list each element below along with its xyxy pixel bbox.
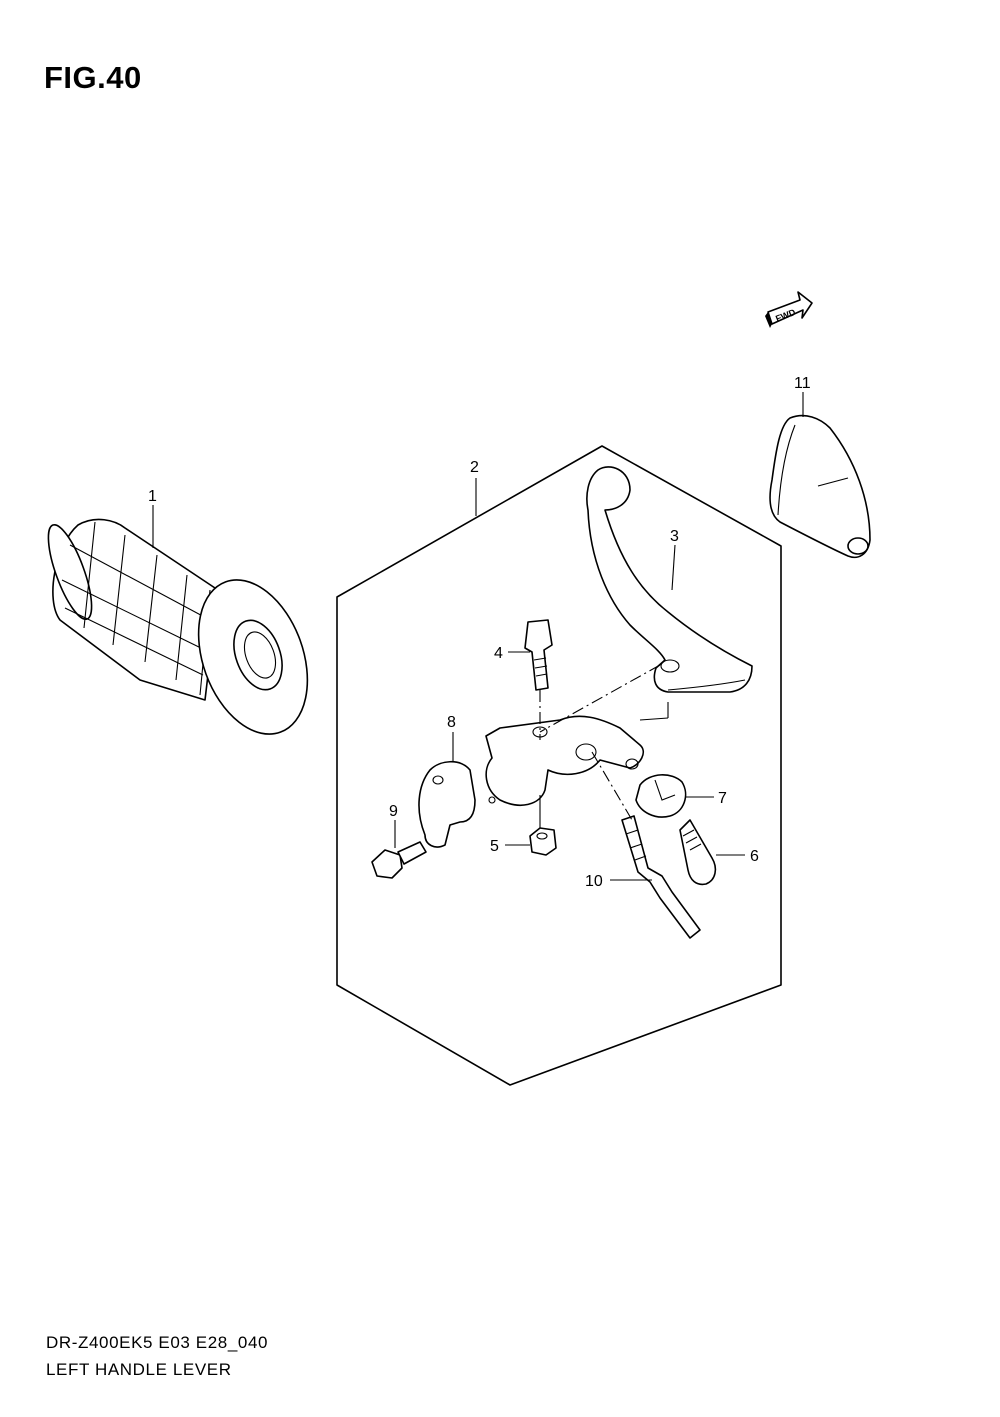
callout-9: 9 (389, 803, 398, 820)
model-code: DR-Z400EK5 E03 E28_040 (46, 1333, 269, 1352)
clutch-cable-part (621, 815, 701, 939)
callout-8: 8 (447, 714, 456, 731)
nut-part (529, 827, 557, 856)
callout-5: 5 (490, 838, 499, 855)
figure-title: FIG.40 (44, 60, 142, 95)
pivot-bolt-part (524, 619, 553, 691)
lever-cover-part (769, 414, 871, 559)
grip-part (47, 518, 309, 735)
clamp-bolt-part (371, 841, 427, 879)
leader-lines (152, 392, 804, 881)
lever-holder-part (485, 715, 645, 806)
callout-3: 3 (670, 528, 679, 545)
callout-2: 2 (470, 459, 479, 476)
section-name: LEFT HANDLE LEVER (46, 1360, 232, 1379)
holder-clamp-part (418, 760, 476, 848)
clutch-lever-part (586, 466, 753, 693)
callout-4: 4 (494, 645, 503, 662)
forward-arrow-icon: FWD (765, 291, 813, 328)
assembly-outline (336, 445, 782, 1086)
callout-6: 6 (750, 848, 759, 865)
callout-1: 1 (148, 488, 157, 505)
cable-adjuster-part (679, 819, 717, 886)
alignment-lines (539, 664, 669, 821)
adjuster-cover-part (635, 774, 687, 818)
callout-10: 10 (585, 873, 603, 890)
callout-7: 7 (718, 790, 727, 807)
callout-11: 11 (794, 375, 811, 392)
